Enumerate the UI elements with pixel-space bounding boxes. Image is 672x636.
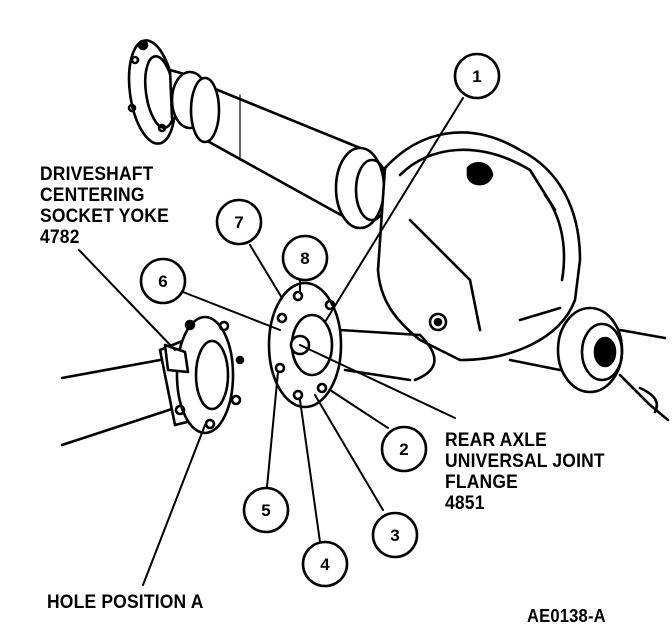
axle-flange-part-number: 4851 [445, 493, 485, 514]
callout-3: 3 [371, 511, 419, 559]
svg-text:3: 3 [390, 526, 399, 545]
svg-text:7: 7 [234, 213, 243, 232]
svg-text:6: 6 [158, 272, 167, 291]
callout-2: 2 [380, 425, 428, 473]
callout-circles: 1 2 3 4 5 6 7 [139, 52, 501, 588]
axle-flange-line-2: UNIVERSAL JOINT [445, 451, 605, 472]
svg-text:8: 8 [300, 249, 309, 268]
driveshaft-yoke-line-1: DRIVESHAFT [40, 164, 154, 185]
driveshaft-yoke-part-number: 4782 [40, 227, 80, 248]
axle-flange-label: REAR AXLE UNIVERSAL JOINT FLANGE 4851 [445, 430, 605, 514]
hole-position-label: HOLE POSITION A [47, 592, 204, 613]
leader-lines [78, 97, 464, 586]
driveshaft-yoke-line-3: SOCKET YOKE [40, 206, 169, 227]
lower-driveshaft [60, 315, 245, 447]
svg-text:2: 2 [399, 440, 408, 459]
callout-8: 8 [281, 234, 329, 282]
axle-flange [267, 281, 343, 409]
upper-driveshaft [127, 39, 390, 230]
callout-4: 4 [301, 540, 349, 588]
svg-text:4: 4 [320, 555, 330, 574]
figure-code: AE0138-A [527, 606, 606, 626]
callout-5: 5 [242, 486, 290, 534]
callout-6: 6 [139, 257, 187, 305]
callout-1: 1 [453, 52, 501, 100]
svg-text:5: 5 [261, 501, 270, 520]
axle-flange-line-3: FLANGE [445, 472, 518, 493]
driveshaft-yoke-line-2: CENTERING [40, 185, 145, 206]
axle-flange-line-1: REAR AXLE [445, 430, 548, 451]
svg-text:1: 1 [472, 67, 481, 86]
axle-housing [338, 131, 670, 422]
driveshaft-yoke-label: DRIVESHAFT CENTERING SOCKET YOKE 4782 [40, 164, 169, 248]
callout-7: 7 [215, 198, 263, 246]
